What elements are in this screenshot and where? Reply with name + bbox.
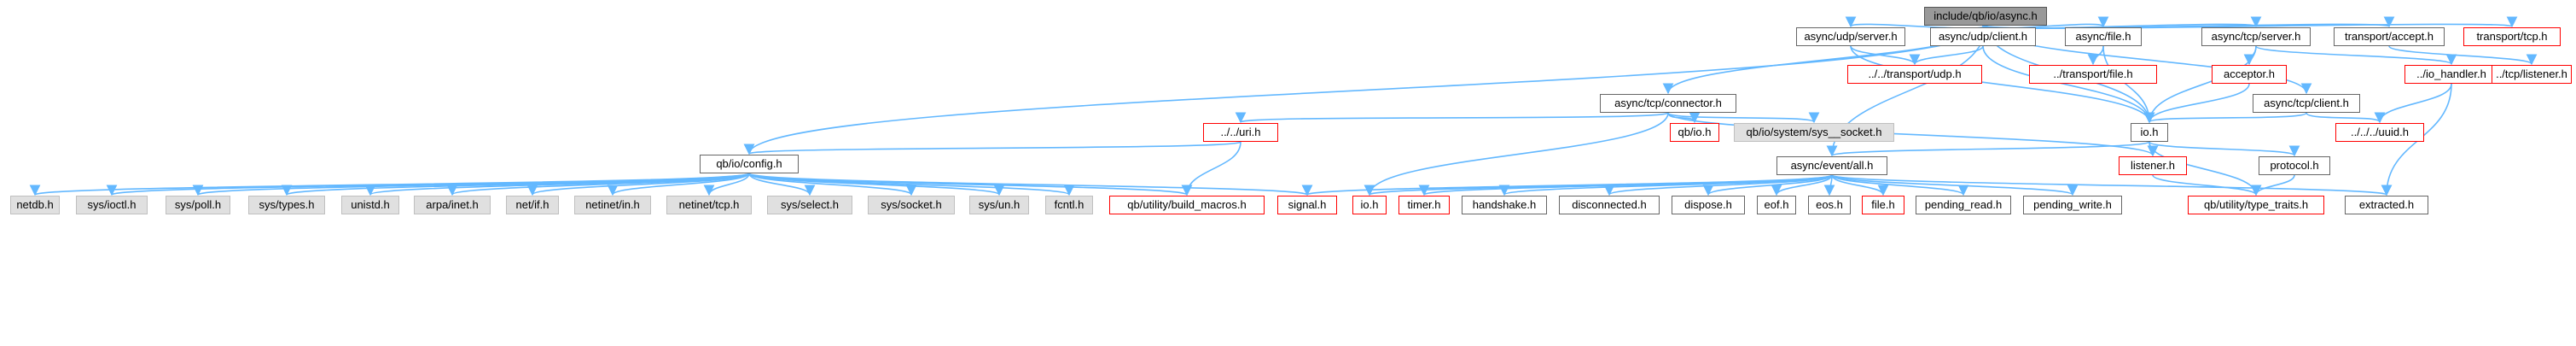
edge-acceptor-to-io — [2143, 83, 2250, 124]
edge-tcp-connector-to-sys-socket-qb — [1667, 112, 1820, 124]
edge-udp-server-to-transport-udp — [1850, 45, 1921, 66]
edge-tcp-connector-to-uri — [1236, 112, 1669, 124]
edge-udp-client-to-io — [1982, 45, 2155, 124]
node-io-handler[interactable]: ../io_handler.h — [2404, 65, 2498, 84]
node-sys-socket: sys/socket.h — [868, 196, 955, 214]
node-tcp-connector[interactable]: async/tcp/connector.h — [1600, 94, 1736, 113]
node-root[interactable]: include/qb/io/async.h — [1924, 7, 2047, 26]
node-eos[interactable]: eos.h — [1808, 196, 1851, 214]
edge-uri-to-config — [744, 141, 1241, 155]
node-accept[interactable]: transport/accept.h — [2334, 27, 2445, 46]
node-type-traits[interactable]: qb/utility/type_traits.h — [2188, 196, 2324, 214]
edge-event-all-to-dispose — [1702, 174, 1833, 196]
edge-config-to-netinet-in — [607, 173, 750, 196]
node-udp-client[interactable]: async/udp/client.h — [1930, 27, 2036, 46]
edge-udp-client-to-transport-udp — [1909, 45, 1984, 66]
node-netdb: netdb.h — [10, 196, 60, 214]
node-timer[interactable]: timer.h — [1398, 196, 1450, 214]
node-eof[interactable]: eof.h — [1757, 196, 1796, 214]
edge-tcp-server-to-io — [2143, 45, 2257, 124]
edge-uri-to-build-macros — [1181, 141, 1241, 196]
edge-event-all-to-handshake — [1499, 174, 1833, 196]
edge-config-to-signal — [748, 173, 1312, 196]
node-disconnected[interactable]: disconnected.h — [1559, 196, 1660, 214]
edge-event-all-to-disconnected — [1603, 174, 1833, 196]
node-listener[interactable]: listener.h — [2119, 156, 2187, 175]
node-qbio[interactable]: qb/io.h — [1670, 123, 1719, 142]
edge-file-to-io — [2102, 45, 2155, 124]
edge-config-to-arpa-inet — [446, 173, 750, 196]
edge-config-to-netinet-tcp — [703, 173, 750, 196]
node-sys-select: sys/select.h — [767, 196, 852, 214]
node-transport-udp[interactable]: ../../transport/udp.h — [1847, 65, 1982, 84]
edge-tcp-server-to-acceptor — [2243, 45, 2257, 66]
edge-config-to-sys-socket — [748, 173, 917, 196]
node-tcp-listener[interactable]: ../tcp/listener.h — [2492, 65, 2572, 84]
edge-event-all-to-eos — [1823, 174, 1835, 196]
edge-config-to-build-macros — [748, 173, 1192, 196]
edge-listener-to-type-traits — [2152, 174, 2262, 196]
node-io-h[interactable]: io.h — [1352, 196, 1387, 214]
edge-config-to-sys-poll — [193, 173, 750, 196]
node-fcntl: fcntl.h — [1045, 196, 1093, 214]
node-sys-un: sys/un.h — [969, 196, 1029, 214]
node-acceptor[interactable]: acceptor.h — [2212, 65, 2287, 84]
node-transport-file[interactable]: ../transport/file.h — [2029, 65, 2157, 84]
node-config[interactable]: qb/io/config.h — [700, 155, 799, 173]
node-sys-types: sys/types.h — [248, 196, 325, 214]
edge-tcp-server-to-io-handler — [2255, 45, 2457, 66]
node-tcp-server[interactable]: async/tcp/server.h — [2201, 27, 2311, 46]
edge-protocol-to-type-traits — [2250, 174, 2295, 196]
node-netinet-tcp: netinet/tcp.h — [666, 196, 752, 214]
node-netinet-in: netinet/in.h — [574, 196, 651, 214]
node-io[interactable]: io.h — [2131, 123, 2168, 142]
node-extracted[interactable]: extracted.h — [2345, 196, 2428, 214]
node-net-if: net/if.h — [506, 196, 559, 214]
node-event-all[interactable]: async/event/all.h — [1776, 156, 1887, 175]
node-handshake[interactable]: handshake.h — [1462, 196, 1547, 214]
node-pending-read[interactable]: pending_read.h — [1916, 196, 2011, 214]
edge-io-handler-to-uuid — [2374, 83, 2452, 124]
edge-root-to-config — [743, 25, 1986, 155]
edge-io-to-protocol — [2149, 141, 2300, 157]
node-udp-server[interactable]: async/udp/server.h — [1796, 27, 1905, 46]
edge-event-all-to-pending-read — [1831, 174, 1969, 196]
node-transport-tcp[interactable]: transport/tcp.h — [2463, 27, 2561, 46]
node-pending-write[interactable]: pending_write.h — [2023, 196, 2122, 214]
node-arpa-inet: arpa/inet.h — [414, 196, 491, 214]
edge-accept-to-tcp-listener — [2388, 45, 2538, 66]
edge-tcp-connector-to-listener — [1667, 112, 2159, 157]
edge-tcp-connector-to-io-h — [1364, 112, 1669, 196]
node-tcp-client[interactable]: async/tcp/client.h — [2253, 94, 2360, 113]
edge-tcp-client-to-uuid — [2306, 112, 2386, 124]
edge-event-all-to-pending-write — [1831, 174, 2079, 196]
node-uri[interactable]: ../../uri.h — [1203, 123, 1278, 142]
edge-tcp-client-to-io — [2143, 112, 2307, 124]
node-uuid[interactable]: ../../../uuid.h — [2335, 123, 2424, 142]
edge-event-all-to-eof — [1771, 174, 1833, 196]
edge-event-all-to-file-h — [1831, 174, 1889, 196]
node-file[interactable]: async/file.h — [2065, 27, 2142, 46]
node-file-h[interactable]: file.h — [1862, 196, 1904, 214]
edge-config-to-sys-select — [748, 173, 816, 196]
edge-event-all-to-extracted — [1831, 174, 2392, 196]
node-sys-socket-qb: qb/io/system/sys__socket.h — [1734, 123, 1894, 142]
edge-io-to-event-all — [1827, 141, 2150, 157]
node-sys-ioctl: sys/ioctl.h — [76, 196, 148, 214]
node-protocol[interactable]: protocol.h — [2259, 156, 2330, 175]
edge-config-to-net-if — [526, 173, 750, 196]
node-build-macros[interactable]: qb/utility/build_macros.h — [1109, 196, 1265, 214]
node-sys-poll: sys/poll.h — [166, 196, 230, 214]
node-unistd: unistd.h — [341, 196, 399, 214]
node-dispose[interactable]: dispose.h — [1672, 196, 1745, 214]
node-signal[interactable]: signal.h — [1277, 196, 1337, 214]
edge-udp-server-to-io — [1850, 45, 2155, 124]
